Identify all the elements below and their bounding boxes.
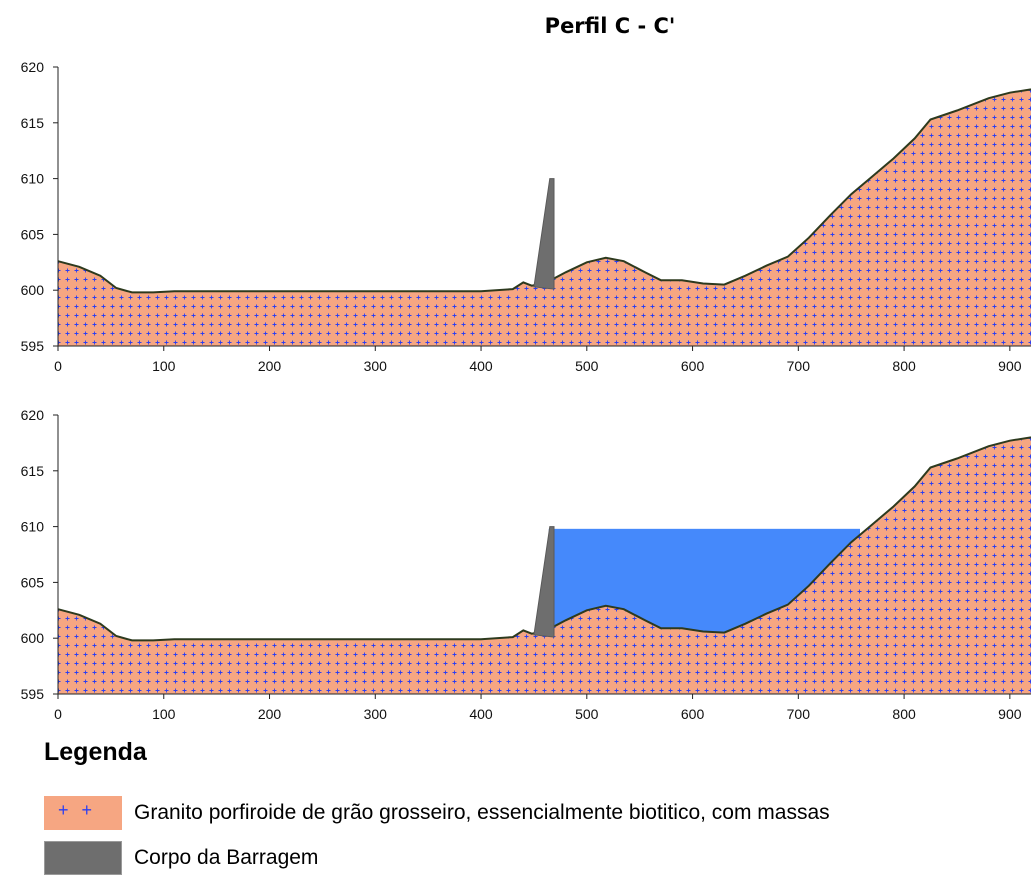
chart-title: Perfil C - C' — [544, 14, 676, 38]
x-tick-label: 900 — [998, 358, 1022, 374]
y-tick-label: 615 — [21, 463, 45, 479]
dam-swatch-icon — [44, 841, 122, 875]
x-tick-label: 700 — [787, 706, 811, 722]
legend-label-dam: Corpo da Barragem — [134, 846, 319, 869]
dam-body — [533, 526, 555, 638]
legend-label-granite: Granito porfiroide de grão grosseiro, es… — [134, 801, 830, 824]
x-tick-label: 900 — [998, 706, 1022, 722]
x-tick-label: 800 — [892, 358, 916, 374]
legend-title: Legenda — [44, 738, 147, 766]
x-tick-label: 100 — [152, 706, 176, 722]
x-tick-label: 500 — [575, 706, 599, 722]
x-tick-label: 200 — [258, 706, 282, 722]
x-tick-label: 200 — [258, 358, 282, 374]
x-tick-label: 0 — [54, 706, 62, 722]
y-tick-label: 620 — [21, 59, 45, 75]
x-tick-label: 500 — [575, 358, 599, 374]
x-tick-label: 800 — [892, 706, 916, 722]
x-tick-label: 600 — [681, 358, 705, 374]
terrain-outline — [57, 436, 1031, 642]
y-tick-label: 600 — [21, 630, 45, 646]
x-tick-label: 0 — [54, 358, 62, 374]
x-tick-label: 700 — [787, 358, 811, 374]
granite-pattern-symbols: + + — [58, 800, 97, 820]
terrain-area — [58, 89, 1031, 347]
terrain-outline — [57, 88, 1031, 294]
x-tick-label: 300 — [364, 358, 388, 374]
y-tick-label: 615 — [21, 115, 45, 131]
x-tick-label: 100 — [152, 358, 176, 374]
legend-item-granite: + + Granito porfiroide de grão grosseiro… — [44, 796, 830, 830]
x-tick-label: 400 — [469, 358, 493, 374]
y-tick-label: 610 — [21, 519, 45, 535]
y-tick-label: 600 — [21, 282, 45, 298]
y-tick-label: 610 — [21, 171, 45, 187]
x-tick-label: 300 — [364, 706, 388, 722]
y-tick-label: 605 — [21, 574, 45, 590]
y-tick-label: 620 — [21, 407, 45, 423]
profile-chart-bottom: 595 600 605 610 615 620 0 100 200 300 400 500 600 700… — [21, 407, 1031, 722]
legend-item-dam: Corpo da Barragem — [44, 841, 318, 875]
profile-chart-top: 595 600 605 610 615 620 0 100 200 300 400 500 600 700… — [21, 59, 1031, 374]
granite-swatch-icon: + + — [44, 796, 122, 830]
x-tick-label: 600 — [681, 706, 705, 722]
y-tick-label: 595 — [21, 686, 45, 702]
x-tick-label: 400 — [469, 706, 493, 722]
dam-body — [533, 178, 555, 290]
y-tick-label: 595 — [21, 338, 45, 354]
y-tick-label: 605 — [21, 226, 45, 242]
terrain-area — [58, 437, 1031, 694]
